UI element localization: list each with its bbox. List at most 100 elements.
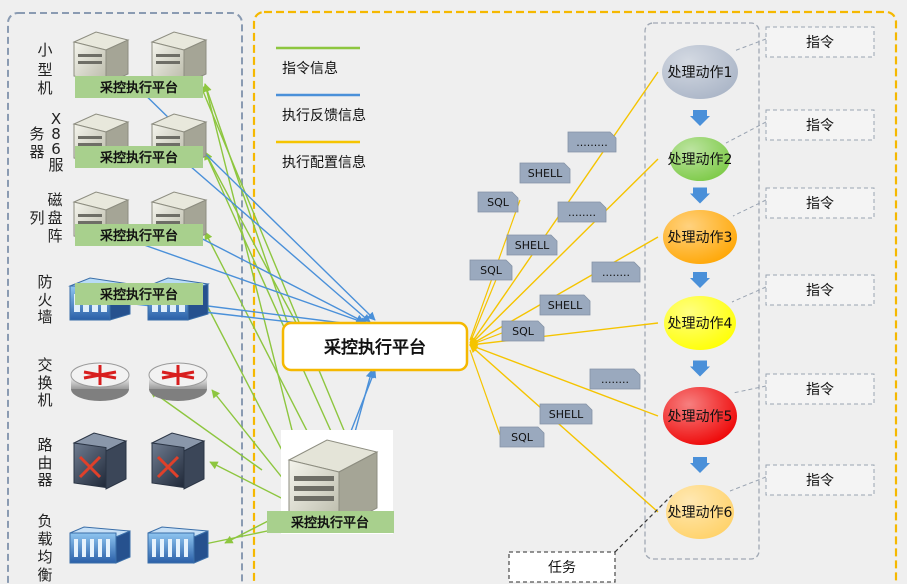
script-card[interactable]: ........	[557, 201, 607, 223]
device-agent-badge[interactable]: 采控执行平台	[75, 283, 203, 305]
flow-down-arrow-icon	[690, 272, 710, 288]
instruction-label: 指令	[806, 283, 834, 299]
script-card-label: .........	[576, 136, 607, 149]
bottom-server-label: 采控执行平台	[290, 515, 369, 531]
device-agent-label: 采控执行平台	[99, 287, 178, 303]
center-platform[interactable]: 采控执行平台	[281, 321, 469, 372]
bottom-server[interactable]: 采控执行平台	[267, 430, 394, 534]
router-device-icon[interactable]	[150, 432, 206, 490]
script-card-label: SHELL	[528, 167, 563, 180]
device-agent-badge[interactable]: 采控执行平台	[75, 146, 203, 168]
action-node[interactable]: 处理动作1	[662, 45, 738, 99]
instruction-box[interactable]: 指令	[729, 464, 875, 496]
script-card-label: SHELL	[548, 299, 583, 312]
script-card-label: SQL	[512, 325, 535, 338]
device-agent-label: 采控执行平台	[99, 80, 178, 96]
category-label-char: 盘	[47, 209, 62, 227]
instruction-box[interactable]: 指令	[731, 274, 875, 306]
script-card[interactable]: SQL	[469, 259, 513, 281]
action-node-label: 处理动作2	[668, 152, 733, 168]
category-label-char: 由	[37, 454, 52, 472]
action-node[interactable]: 处理动作4	[664, 296, 736, 350]
flow-down-arrow-icon	[690, 457, 710, 473]
script-card[interactable]: SQL	[499, 426, 545, 448]
config-connector	[469, 344, 659, 513]
task-link	[614, 494, 673, 553]
category-label-char: 8	[51, 125, 61, 143]
action-node[interactable]: 处理动作6	[666, 485, 734, 539]
script-card[interactable]: SHELL	[539, 294, 591, 316]
instruction-connector	[204, 151, 301, 331]
switch-device-icon[interactable]	[70, 362, 130, 401]
category-label-char: 6	[51, 140, 61, 158]
task-label: 任务	[548, 560, 576, 576]
instruction-box[interactable]: 指令	[733, 26, 875, 58]
instruction-connector	[202, 83, 301, 463]
action-node-label: 处理动作6	[668, 505, 733, 521]
switch-device-icon[interactable]	[148, 362, 208, 401]
legend-label: 指令信息	[282, 60, 338, 77]
loadbalancer-device-icon[interactable]	[147, 526, 209, 564]
script-card[interactable]: .........	[567, 131, 617, 153]
category-label-char: 换	[37, 374, 52, 392]
script-card-label: ........	[568, 206, 596, 219]
script-card-label: ........	[602, 266, 630, 279]
instruction-label: 指令	[806, 118, 834, 134]
script-card[interactable]: ........	[589, 368, 641, 390]
action-node[interactable]: 处理动作2	[668, 137, 733, 181]
flow-down-arrow-icon	[690, 110, 710, 126]
instruction-label: 指令	[806, 473, 834, 489]
category-label-char: 防	[37, 273, 52, 291]
action-flow-region	[644, 22, 760, 560]
script-card[interactable]: SHELL	[539, 403, 593, 425]
category-label-char: 列	[29, 209, 44, 227]
script-card[interactable]: SQL	[501, 320, 545, 342]
script-card[interactable]: SHELL	[519, 162, 571, 184]
category-label-char: 小	[37, 41, 52, 59]
config-connector	[469, 236, 659, 346]
center-platform-label: 采控执行平台	[323, 337, 426, 358]
device-agent-badge[interactable]: 采控执行平台	[75, 76, 203, 98]
router-device-icon[interactable]	[72, 432, 128, 490]
task-box-frame	[508, 551, 616, 583]
instruction-box[interactable]: 指令	[732, 187, 875, 219]
instruction-label: 指令	[806, 35, 834, 51]
feedback-connector	[129, 239, 369, 326]
instruction-box[interactable]: 指令	[725, 109, 875, 144]
category-label-char: 火	[37, 291, 52, 309]
feedback-connector	[159, 139, 371, 323]
instruction-link	[731, 286, 767, 303]
legend-label: 执行配置信息	[282, 154, 366, 171]
instruction-label: 指令	[806, 382, 834, 398]
device-agent-badge[interactable]: 采控执行平台	[75, 224, 203, 246]
action-node[interactable]: 处理动作5	[663, 387, 737, 445]
device-agent-label: 采控执行平台	[99, 228, 178, 244]
server-device-icon[interactable]	[72, 31, 130, 85]
instruction-link	[732, 385, 767, 394]
action-node-label: 处理动作4	[668, 316, 733, 332]
script-card-label: SQL	[487, 196, 510, 209]
category-label-char: 交	[37, 356, 52, 374]
script-card[interactable]: SQL	[477, 191, 519, 213]
category-label-char: 阵	[47, 227, 62, 245]
config-connector	[469, 349, 501, 436]
category-label-char: X	[51, 110, 61, 128]
instruction-connector	[203, 83, 291, 331]
instruction-connector	[209, 461, 296, 506]
feedback-connector	[184, 229, 365, 323]
category-label-char: 磁	[47, 191, 62, 209]
task-box[interactable]: 任务	[508, 551, 616, 583]
loadbalancer-device-icon[interactable]	[69, 526, 131, 564]
script-card[interactable]: SHELL	[506, 234, 558, 256]
action-node[interactable]: 处理动作3	[663, 210, 737, 264]
category-label-char: 服	[48, 156, 63, 174]
instruction-link	[733, 38, 767, 52]
script-card[interactable]: ........	[591, 261, 641, 283]
category-label-char: 型	[37, 61, 52, 79]
category-label-char: 负	[37, 512, 52, 530]
category-label-char: 器	[37, 471, 52, 489]
action-node-label: 处理动作3	[668, 230, 733, 246]
instruction-box[interactable]: 指令	[732, 373, 875, 405]
